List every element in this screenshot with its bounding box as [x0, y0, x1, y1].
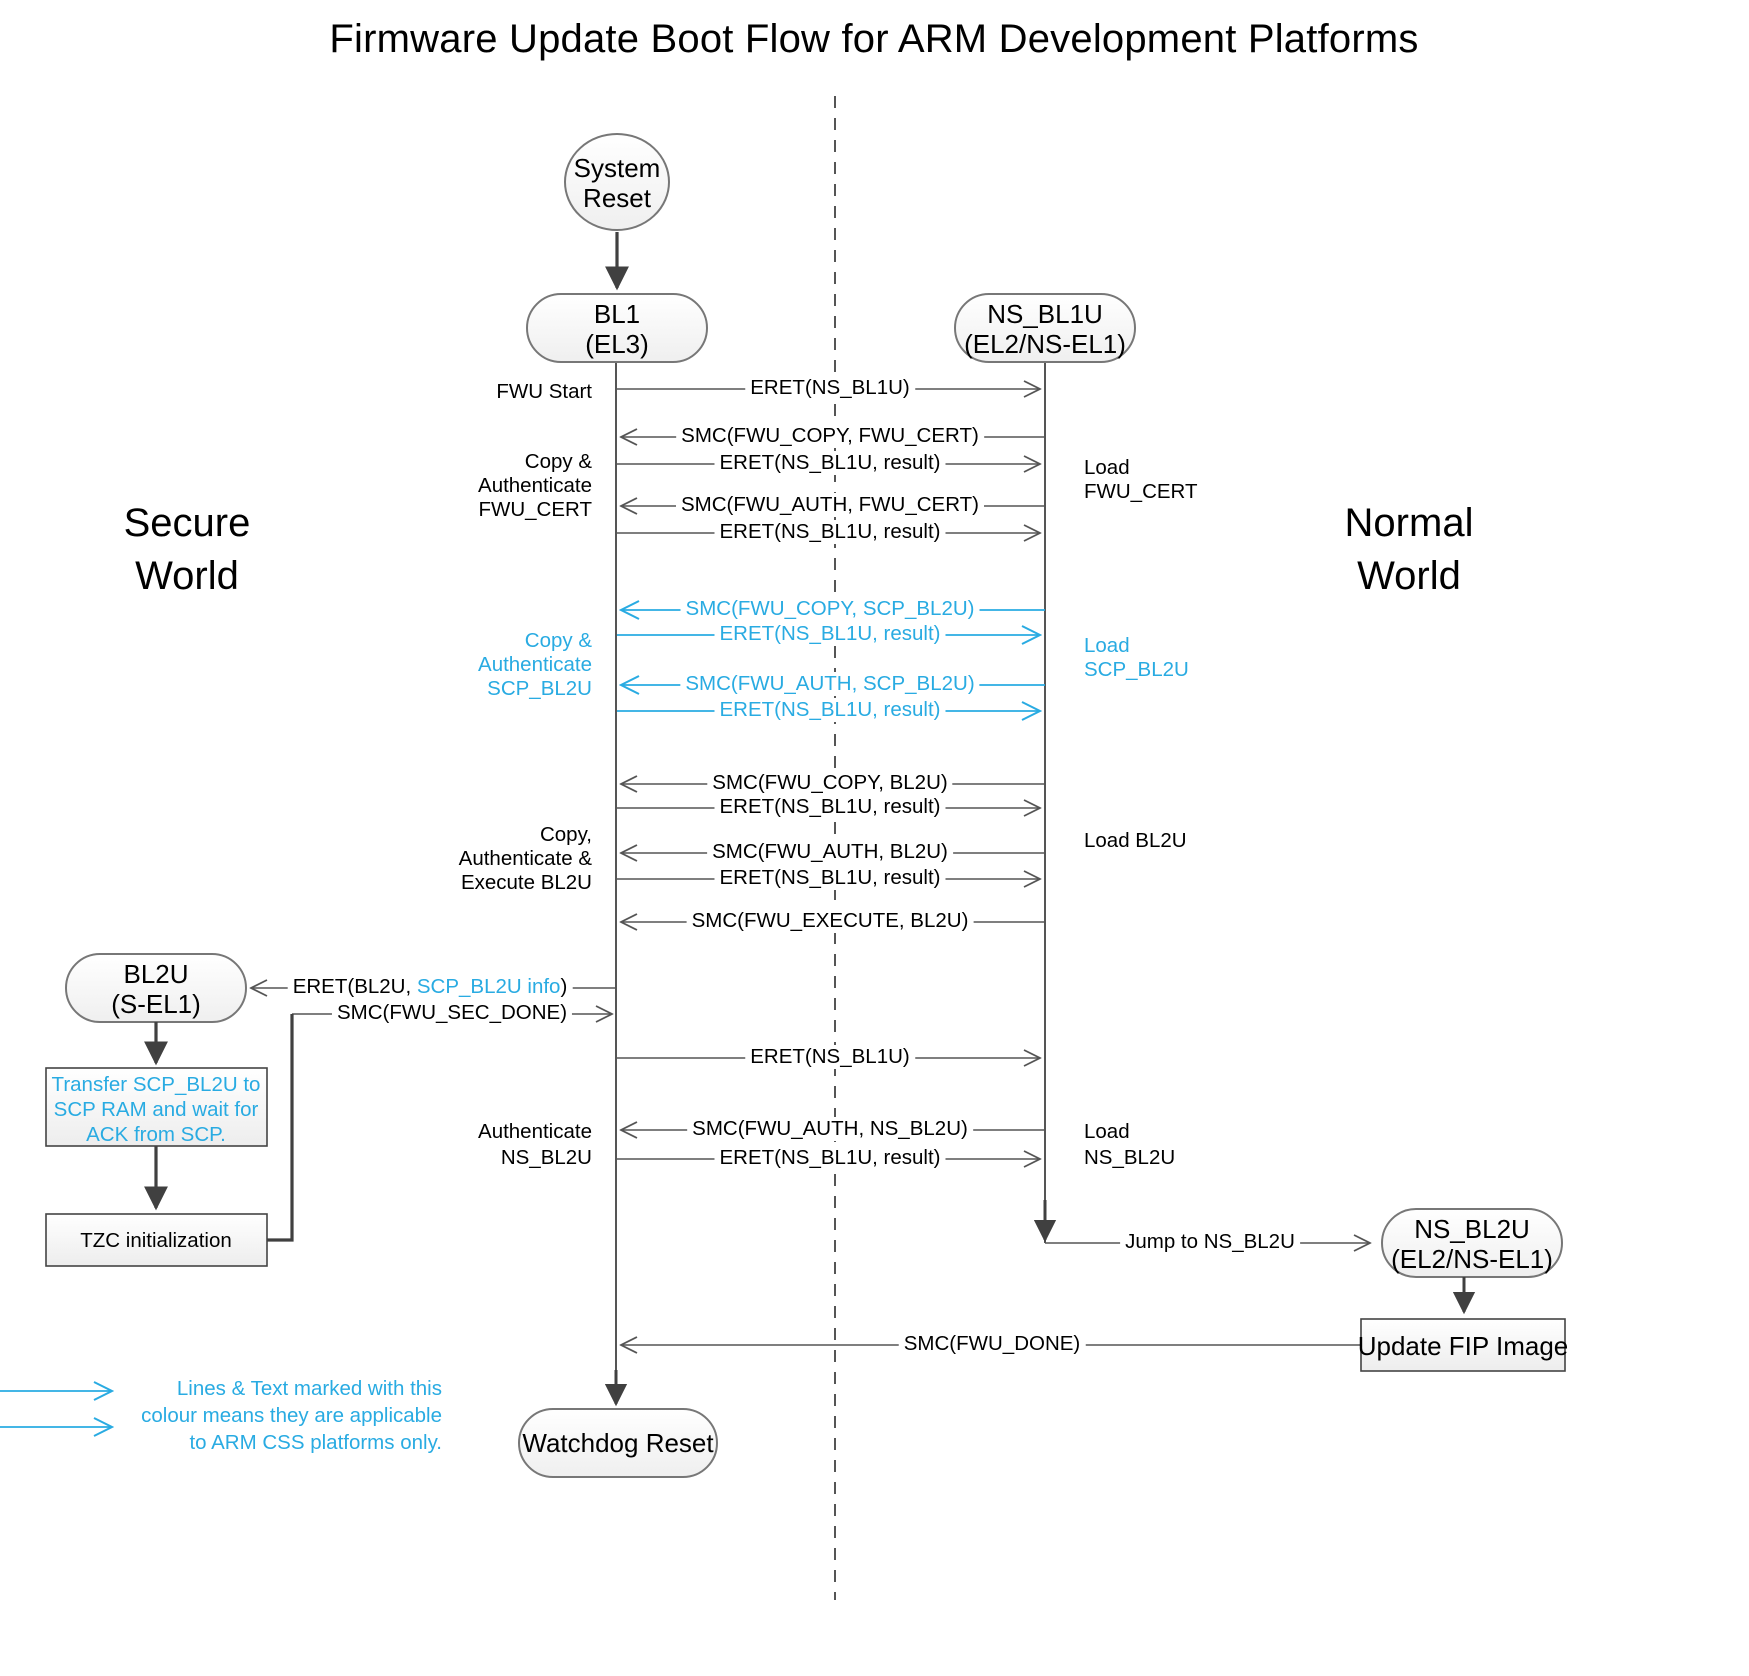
legend-line-1: Lines & Text marked with this	[176, 1377, 442, 1400]
node-nsbl1u-shape	[954, 293, 1136, 363]
msg-label-m7: ERET(NS_BL1U, result)	[714, 622, 946, 647]
node-tzc-init-label: TZC initialization	[80, 1229, 232, 1252]
msg-label-m15: ERET(BL2U, SCP_BL2U info)	[287, 975, 573, 999]
side-label-copy-auth-scp-l3: SCP_BL2U	[487, 677, 592, 700]
right-label-load-nsbl2u-l2: NS_BL2U	[1084, 1146, 1176, 1169]
node-system-reset-line1[interactable]: System	[573, 153, 661, 183]
node-update-fip-shape	[1360, 1318, 1566, 1372]
msg-label-m16: SMC(FWU_SEC_DONE)	[331, 1001, 573, 1026]
normal-world-label-line1: Normal	[1344, 501, 1474, 545]
msg-label-m9: ERET(NS_BL1U, result)	[714, 698, 946, 723]
side-label-auth-nsbl2u-l2: NS_BL2U	[500, 1146, 592, 1169]
node-nsbl2u-shape	[1381, 1208, 1563, 1278]
node-bl1-line2[interactable]: (EL3)	[585, 329, 649, 359]
right-label-load-cert-l1: Load	[1084, 456, 1130, 479]
right-label-load-bl2u: Load BL2U	[1084, 829, 1187, 852]
msg-label-m15-post: )	[560, 975, 568, 998]
node-transfer-scp-line1: Transfer SCP_BL2U to	[51, 1073, 261, 1096]
side-label-fwu-start: FWU Start	[496, 380, 592, 403]
connector-tzc-to-secdone	[267, 1014, 294, 1242]
node-bl2u-line1[interactable]: BL2U	[123, 959, 189, 989]
side-label-copy-auth-scp-l2: Authenticate	[478, 653, 592, 676]
msg-label-m1: ERET(NS_BL1U)	[745, 376, 915, 401]
node-transfer-scp-line2: SCP RAM and wait for	[53, 1098, 259, 1121]
side-label-copy-auth-scp-l1: Copy &	[524, 629, 592, 652]
secure-world-label-line1: Secure	[123, 501, 251, 545]
right-label-load-scp-l1: Load	[1084, 634, 1130, 657]
node-nsbl2u-line2[interactable]: (EL2/NS-EL1)	[1391, 1244, 1553, 1274]
secure-world-label-line2: World	[135, 554, 239, 598]
right-label-load-scp-l2: SCP_BL2U	[1084, 658, 1189, 681]
page-title: Firmware Update Boot Flow for ARM Develo…	[329, 17, 1419, 61]
legend-line-3: to ARM CSS platforms only.	[189, 1431, 442, 1454]
msg-label-m20: Jump to NS_BL2U	[1120, 1230, 1300, 1255]
msg-label-m2: SMC(FWU_COPY, FWU_CERT)	[676, 424, 984, 449]
side-label-copy-auth-exec-l3: Execute BL2U	[460, 871, 592, 894]
side-label-copy-auth-cert-l1: Copy &	[524, 450, 592, 473]
msg-label-m17: ERET(NS_BL1U)	[745, 1045, 915, 1070]
side-label-copy-auth-exec-l2: Authenticate &	[458, 847, 592, 870]
node-nsbl2u-line1[interactable]: NS_BL2U	[1414, 1214, 1530, 1244]
right-label-load-nsbl2u-l1: Load	[1084, 1120, 1130, 1143]
msg-label-m10: SMC(FWU_COPY, BL2U)	[707, 771, 953, 796]
msg-label-m21: SMC(FWU_DONE)	[898, 1332, 1086, 1357]
node-tzc-init-shape	[45, 1213, 268, 1267]
node-transfer-scp-shape	[45, 1067, 268, 1147]
msg-label-m14: SMC(FWU_EXECUTE, BL2U)	[686, 909, 974, 934]
node-nsbl1u-line2[interactable]: (EL2/NS-EL1)	[964, 329, 1126, 359]
msg-label-m15-pre: ERET(BL2U,	[292, 975, 417, 998]
msg-label-m4: SMC(FWU_AUTH, FWU_CERT)	[676, 493, 984, 518]
normal-world-label-line2: World	[1357, 554, 1461, 598]
msg-label-m5: ERET(NS_BL1U, result)	[714, 520, 946, 545]
msg-label-m6: SMC(FWU_COPY, SCP_BL2U)	[680, 597, 980, 622]
node-update-fip-label: Update FIP Image	[1357, 1331, 1569, 1361]
msg-label-m18: SMC(FWU_AUTH, NS_BL2U)	[687, 1117, 973, 1142]
node-bl1-shape	[526, 293, 708, 363]
node-watchdog-reset-label[interactable]: Watchdog Reset	[522, 1428, 714, 1458]
node-system-reset-line2[interactable]: Reset	[583, 183, 651, 213]
side-label-auth-nsbl2u-l1: Authenticate	[478, 1120, 592, 1143]
right-label-load-cert-l2: FWU_CERT	[1084, 480, 1198, 503]
side-label-copy-auth-cert-l2: Authenticate	[478, 474, 592, 497]
node-nsbl1u-line1[interactable]: NS_BL1U	[987, 299, 1103, 329]
side-label-copy-auth-cert-l3: FWU_CERT	[478, 498, 592, 521]
node-system-reset-shape	[564, 133, 670, 231]
msg-label-m12: SMC(FWU_AUTH, BL2U)	[707, 840, 953, 865]
msg-label-m19: ERET(NS_BL1U, result)	[714, 1146, 946, 1171]
node-bl2u-line2[interactable]: (S-EL1)	[111, 989, 201, 1019]
node-transfer-scp-line3: ACK from SCP.	[86, 1123, 226, 1146]
msg-label-m11: ERET(NS_BL1U, result)	[714, 795, 946, 820]
msg-label-m15-accent: SCP_BL2U info	[416, 975, 561, 998]
msg-label-m3: ERET(NS_BL1U, result)	[714, 451, 946, 476]
msg-label-m13: ERET(NS_BL1U, result)	[714, 866, 946, 891]
node-watchdog-shape	[518, 1408, 718, 1478]
side-label-copy-auth-exec-l1: Copy,	[539, 823, 592, 846]
legend-line-2: colour means they are applicable	[141, 1404, 442, 1427]
msg-label-m8: SMC(FWU_AUTH, SCP_BL2U)	[680, 672, 980, 697]
node-bl1-line1[interactable]: BL1	[593, 299, 641, 329]
